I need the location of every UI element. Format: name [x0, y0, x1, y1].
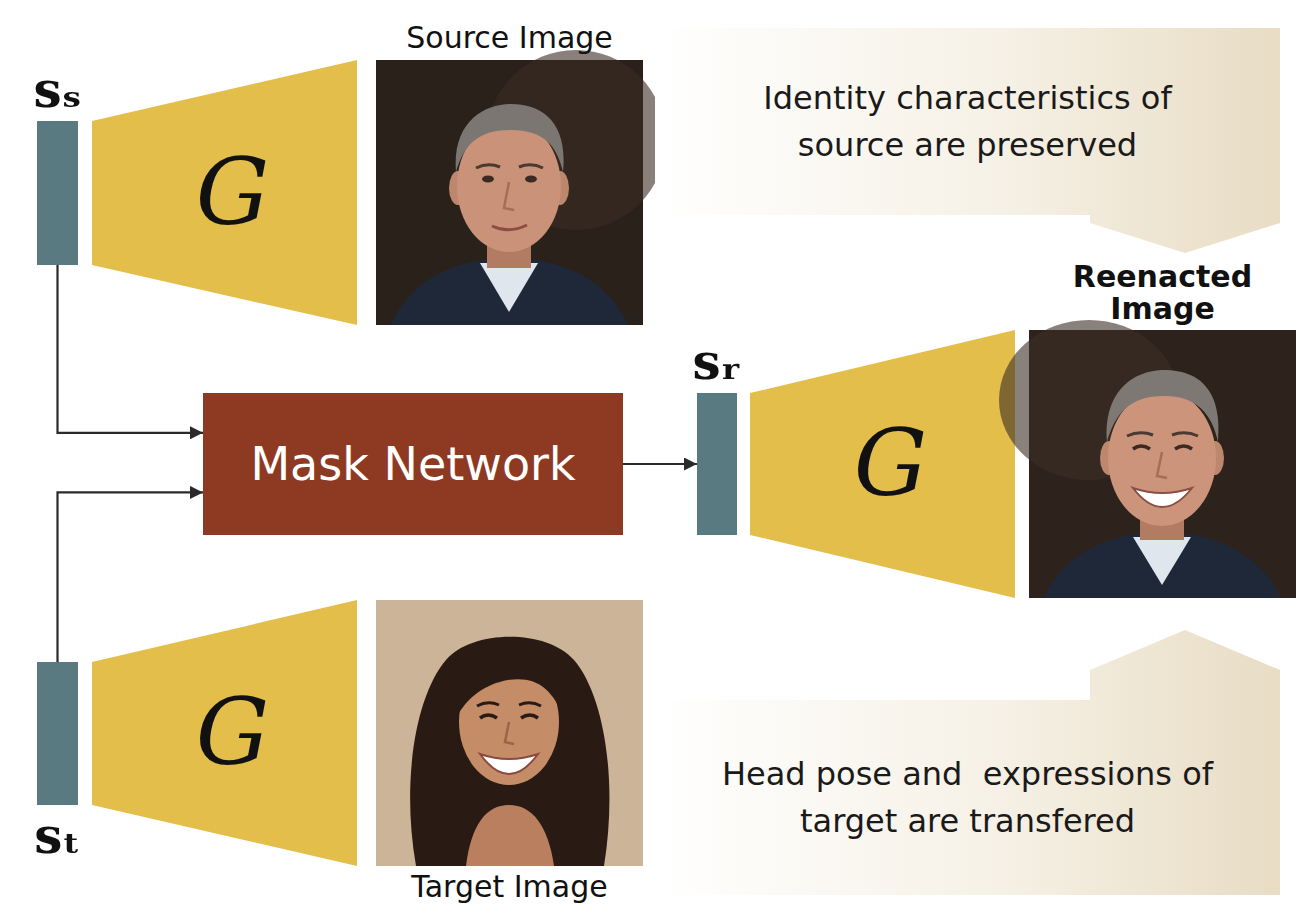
connector-arrow: [58, 265, 204, 433]
image-caption: Reenacted Image: [1048, 261, 1278, 324]
target-image: Target Image: [376, 600, 643, 866]
style-vector: sᵣ: [697, 393, 737, 535]
source-image: Source Image: [376, 60, 643, 325]
generator-symbol: G: [196, 147, 270, 239]
generator-trapezoid: G: [92, 60, 357, 325]
vector-label: sᵣ: [693, 337, 742, 387]
box-label: Mask Network: [250, 439, 575, 490]
face-photo: [1029, 330, 1296, 598]
callout-shape: Identity characteristics of source are p…: [655, 28, 1280, 253]
mask-network-box: Mask Network: [203, 393, 623, 535]
generator-symbol: G: [196, 687, 270, 779]
callout-shape: Head pose and expressions of target are …: [655, 630, 1280, 895]
callout-note: Identity characteristics of source are p…: [733, 75, 1203, 168]
generator-trapezoid: G: [92, 600, 357, 866]
connector-arrow: [58, 492, 204, 662]
style-vector: sₜ: [37, 662, 78, 805]
connector-arrow: [623, 463, 697, 465]
image-caption: Source Image: [406, 21, 613, 54]
face-photo: [376, 600, 643, 866]
callout-note: Head pose and expressions of target are …: [718, 751, 1218, 844]
vector-label: sₛ: [34, 65, 82, 115]
vector-label: sₜ: [34, 811, 81, 861]
generator-symbol: G: [854, 418, 928, 510]
reenacted-image: Reenacted Image: [1029, 330, 1296, 598]
style-vector: sₛ: [37, 121, 78, 265]
face-photo: [376, 60, 643, 325]
generator-trapezoid: G: [750, 330, 1015, 598]
image-caption: Target Image: [411, 870, 607, 903]
